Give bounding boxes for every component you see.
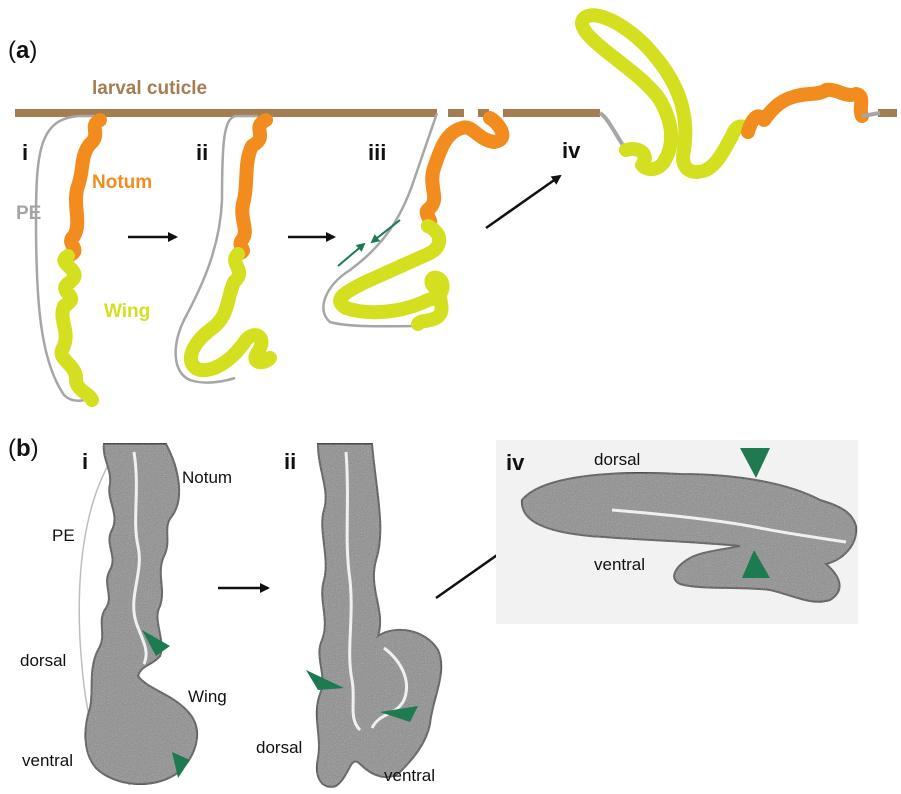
micrograph-i-wing-label: Wing — [188, 687, 227, 706]
stage-iii-green-arrow-upper — [372, 220, 400, 242]
stage-i-wing — [61, 256, 92, 400]
micrograph-ii-dorsal-label: dorsal — [256, 738, 302, 757]
micrograph-iv-ventral-label: ventral — [594, 555, 645, 574]
panel-b: (b) i Notum PE dorsal Wing ventral ii — [8, 435, 858, 787]
stage-iii-label: iii — [368, 140, 386, 165]
micrograph-i-stage-label: i — [82, 449, 88, 474]
stage-i-label: i — [22, 140, 28, 165]
stage-ii-notum — [238, 120, 266, 254]
stage-ii-wing — [191, 254, 270, 370]
larval-cuticle-label: larval cuticle — [92, 78, 207, 99]
micrograph-ii-ventral-label: ventral — [384, 766, 435, 785]
stage-iv-notum — [748, 90, 862, 132]
arrow-iii-to-iv — [486, 176, 560, 228]
stage-ii-label: ii — [196, 140, 208, 165]
micrograph-iv-stage-label: iv — [506, 450, 525, 475]
micrograph-iv: iv dorsal ventral — [496, 440, 858, 624]
wing-label: Wing — [104, 301, 150, 322]
micrograph-ii: ii dorsal ventral — [256, 444, 441, 787]
panel-a-label: (a) — [8, 37, 37, 64]
micrograph-i-dorsal-label: dorsal — [20, 651, 66, 670]
micrograph-i-notum-label: Notum — [182, 468, 232, 487]
panel-b-label: (b) — [8, 435, 39, 462]
micrograph-i-ventral-label: ventral — [22, 751, 73, 770]
micrograph-iv-dorsal-label: dorsal — [594, 450, 640, 469]
pe-label: PE — [16, 203, 41, 224]
stage-iv-label: iv — [562, 138, 581, 163]
micrograph-ii-stage-label: ii — [284, 449, 296, 474]
micrograph-i-pe-label: PE — [52, 526, 75, 545]
panel-a: (a) larval cuticle i PE Notum Wing ii ii… — [8, 15, 897, 400]
stage-iv-wing — [582, 15, 748, 172]
micrograph-i: i Notum PE dorsal Wing ventral — [20, 444, 232, 785]
stage-iii-wing — [340, 226, 442, 324]
stage-iii-notum — [427, 118, 503, 226]
notum-label: Notum — [92, 172, 152, 193]
